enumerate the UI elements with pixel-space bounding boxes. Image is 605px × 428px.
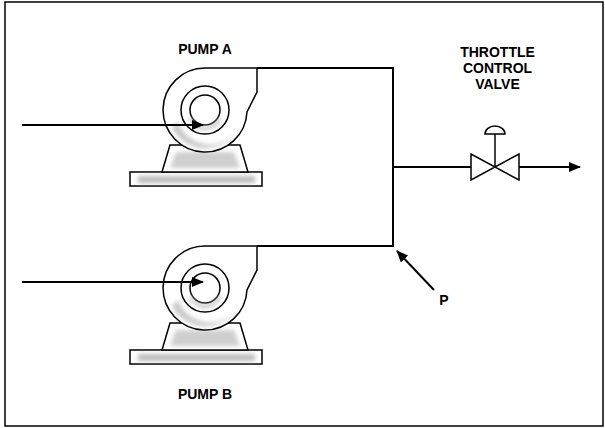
pump-label: PUMP A	[150, 41, 260, 57]
valve-label: THROTTLE CONTROL VALVE	[440, 44, 555, 92]
pump-label: PUMP B	[150, 386, 260, 402]
pressure-point-label: P	[432, 292, 456, 308]
